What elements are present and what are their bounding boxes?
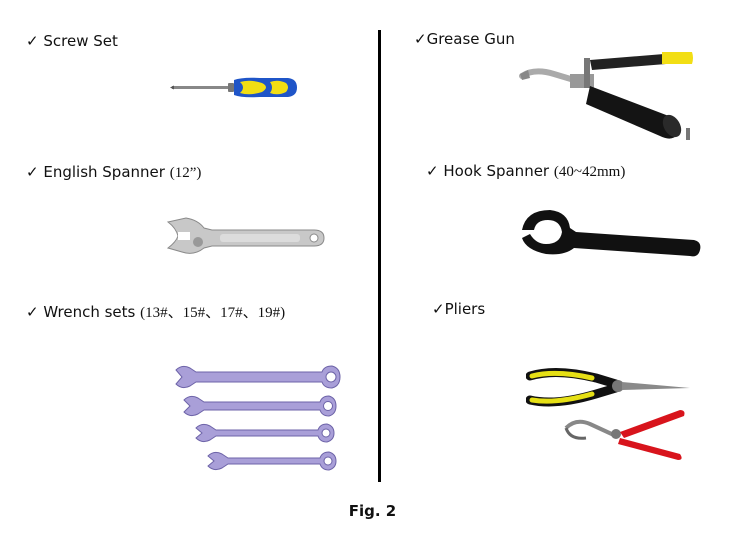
screwdriver-icon <box>170 77 297 98</box>
check-mark-icon: ✓ <box>414 30 427 48</box>
label-english-spanner: ✓ English Spanner (12”) <box>26 163 201 182</box>
tool-name: Screw Set <box>43 32 118 50</box>
check-mark-icon: ✓ <box>26 32 39 50</box>
check-mark-icon: ✓ <box>426 162 439 180</box>
tool-name: English Spanner <box>43 163 165 181</box>
check-mark-icon: ✓ <box>26 163 39 181</box>
label-hook-spanner: ✓ Hook Spanner (40~42mm) <box>426 162 625 181</box>
figure-caption: Fig. 2 <box>348 502 397 520</box>
tool-name: Wrench sets <box>43 303 136 321</box>
tool-size: (13#、15#、17#、19#) <box>140 305 286 321</box>
center-divider <box>378 30 381 482</box>
adjustable-spanner-icon <box>166 217 325 254</box>
tool-name: Hook Spanner <box>443 162 550 180</box>
label-grease-gun: ✓Grease Gun <box>414 30 515 48</box>
check-mark-icon: ✓ <box>432 300 445 318</box>
tool-size: (12”) <box>169 165 202 181</box>
label-wrench-sets: ✓ Wrench sets (13#、15#、17#、19#) <box>26 303 285 322</box>
grease-gun-icon <box>519 52 693 140</box>
pliers-icon <box>526 367 690 460</box>
wrench-set-icon <box>175 365 341 471</box>
hook-spanner-icon <box>522 210 701 257</box>
tool-name: Pliers <box>444 300 486 318</box>
tool-size: (40~42mm) <box>553 164 626 180</box>
label-screw-set: ✓ Screw Set <box>26 32 118 50</box>
tool-name: Grease Gun <box>426 30 515 48</box>
label-pliers: ✓Pliers <box>432 300 485 318</box>
check-mark-icon: ✓ <box>26 303 39 321</box>
